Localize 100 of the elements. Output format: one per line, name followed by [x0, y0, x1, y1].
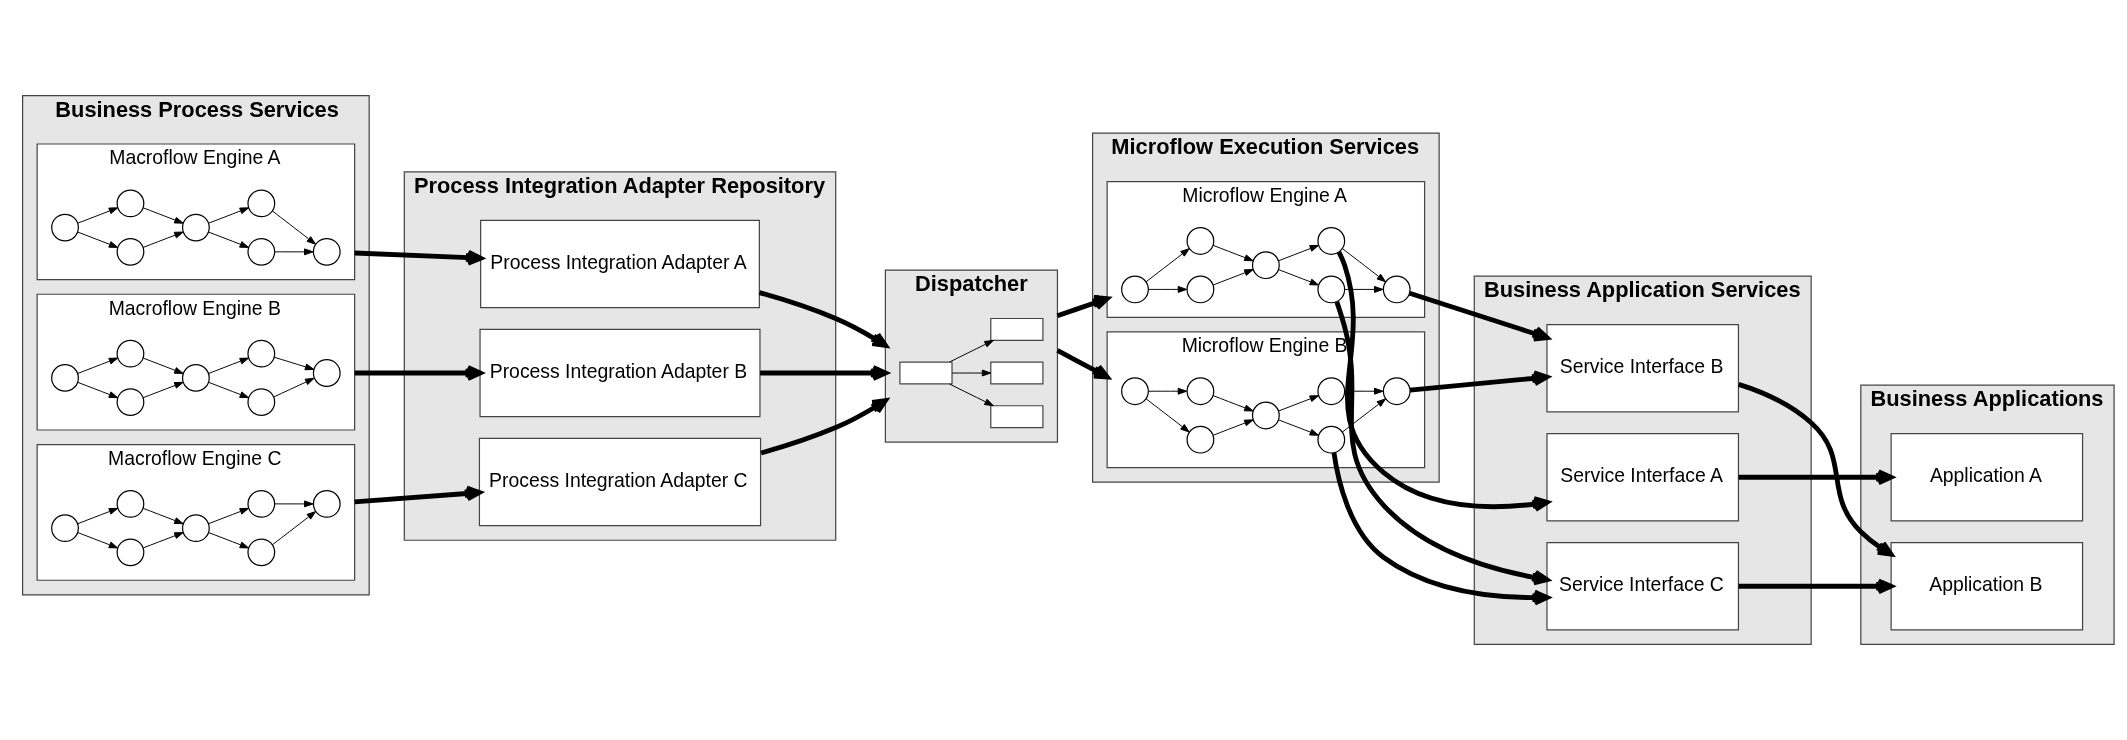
cluster: Dispatcher	[884, 269, 1059, 443]
arrow	[274, 500, 314, 508]
arrow	[1341, 248, 1386, 283]
arrow	[271, 511, 317, 546]
node-circle	[247, 189, 276, 218]
node-circle	[1317, 227, 1346, 255]
node-box: Process Integration Adapter C	[478, 437, 762, 527]
arrow	[208, 532, 250, 549]
node-circle	[1317, 425, 1346, 454]
arrow	[1145, 398, 1190, 433]
arrow	[77, 207, 119, 224]
arrow	[77, 381, 119, 399]
arrow	[354, 249, 484, 266]
arrow	[1409, 370, 1550, 393]
node-circle	[181, 514, 210, 543]
arrow	[274, 356, 315, 371]
arrow	[208, 507, 250, 525]
arrow	[77, 357, 119, 374]
arrow	[271, 210, 317, 245]
arrow	[274, 248, 314, 256]
node-box: Application A	[1890, 433, 2084, 522]
arrow	[273, 377, 315, 398]
cluster: Microflow Engine B	[1106, 331, 1426, 469]
cluster: Macroflow Engine C	[36, 443, 356, 581]
node-circle	[312, 237, 341, 266]
arrow	[1738, 578, 1894, 595]
node-box	[990, 405, 1044, 429]
arrow	[208, 231, 250, 248]
arrow	[1331, 452, 1550, 606]
node-circle	[116, 388, 145, 417]
arrow	[208, 381, 250, 399]
arrow	[142, 532, 184, 549]
node-circle	[247, 388, 276, 417]
arrow	[1278, 419, 1320, 436]
node-circle	[1121, 377, 1149, 406]
arrow	[1212, 269, 1254, 286]
node-box: Service Interface C	[1546, 542, 1740, 631]
node-box	[990, 317, 1044, 341]
arrow	[1344, 285, 1384, 293]
cluster: Macroflow Engine B	[36, 293, 356, 431]
arrow	[1056, 348, 1110, 380]
arrow	[77, 507, 119, 525]
arrow	[1737, 382, 1894, 557]
arrow	[1278, 244, 1320, 262]
cluster: Macroflow Engine A	[36, 143, 356, 281]
arrow	[1147, 387, 1188, 395]
arrow	[1056, 295, 1110, 319]
arrow	[77, 231, 119, 248]
arrow	[142, 507, 184, 525]
arrow	[1212, 395, 1254, 412]
node-circle	[247, 489, 276, 518]
node-circle	[1186, 425, 1215, 454]
arrow	[1212, 419, 1254, 436]
arrow	[758, 290, 888, 348]
node-circle	[312, 489, 341, 518]
node-circle	[247, 339, 276, 368]
node-circle	[1251, 401, 1280, 430]
arrow	[1334, 301, 1550, 586]
node-box: Process Integration Adapter A	[480, 219, 760, 309]
node-circle	[1186, 377, 1215, 406]
arrow	[208, 357, 250, 374]
node-circle	[51, 514, 79, 543]
arrow	[1278, 395, 1320, 412]
arrow	[142, 357, 184, 374]
node-circle	[312, 359, 341, 387]
arrow	[142, 207, 184, 224]
node-circle	[1251, 251, 1280, 280]
node-circle	[247, 538, 276, 567]
node-circle	[1317, 377, 1346, 406]
arrow	[1341, 398, 1386, 433]
node-circle	[181, 213, 210, 242]
node-box	[899, 361, 953, 385]
node-circle	[116, 237, 145, 266]
arrow	[142, 381, 184, 399]
arrow	[1344, 387, 1384, 395]
arrow	[208, 207, 250, 224]
arrow	[77, 532, 119, 549]
node-circle	[1186, 275, 1215, 304]
arrow	[1147, 285, 1188, 293]
arrow	[142, 231, 184, 248]
arrow	[1408, 290, 1550, 342]
arrow	[1336, 250, 1550, 512]
node-circle	[116, 189, 145, 218]
node-circle	[1121, 275, 1149, 304]
arrow	[949, 339, 994, 363]
node-circle	[116, 489, 145, 518]
arrow	[949, 383, 994, 407]
node-box: Service Interface B	[1546, 323, 1740, 413]
arrow	[1212, 244, 1254, 262]
node-circle	[181, 363, 210, 392]
node-circle	[1186, 227, 1215, 255]
cluster: Microflow Engine A	[1106, 180, 1426, 318]
node-circle	[1317, 275, 1346, 304]
node-circle	[1382, 377, 1411, 406]
arrow	[951, 369, 992, 377]
node-box: Application B	[1890, 542, 2084, 631]
node-circle	[116, 538, 145, 567]
arrow	[760, 398, 888, 456]
node-box: Service Interface A	[1546, 433, 1740, 522]
node-box: Process Integration Adapter B	[479, 328, 761, 418]
